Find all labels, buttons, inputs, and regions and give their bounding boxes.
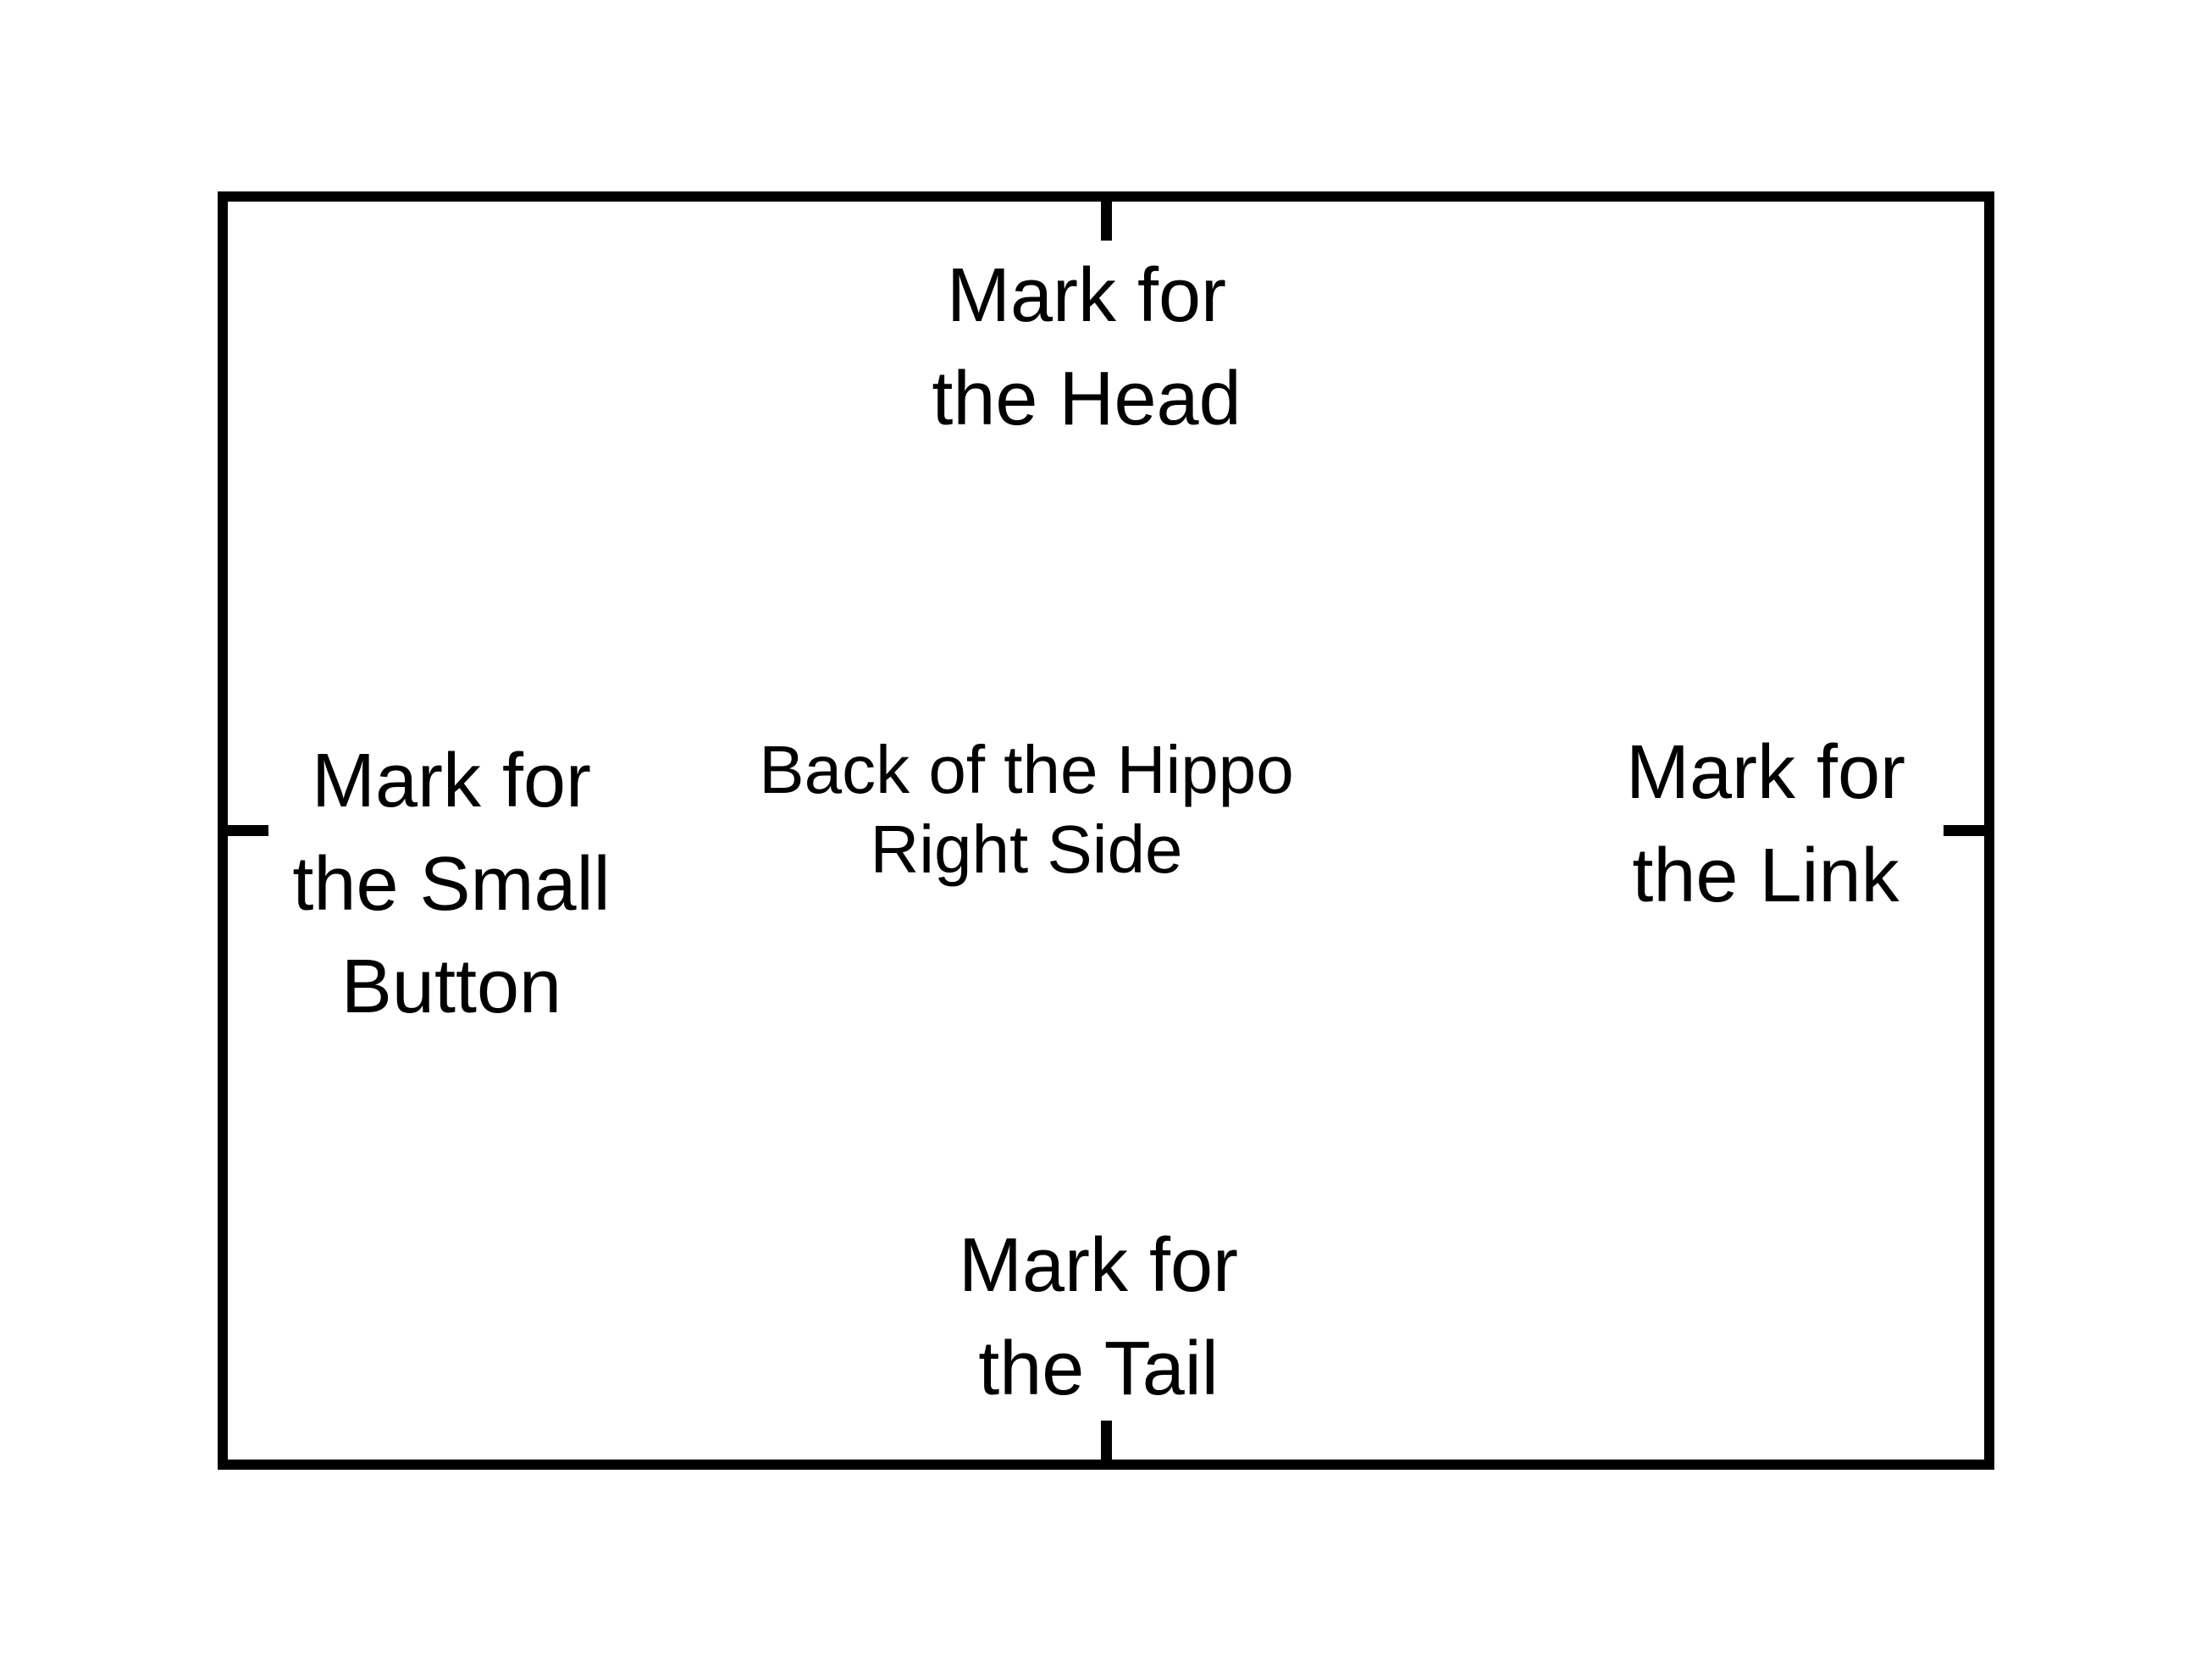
small-button-mark-label-line3: Button <box>340 945 562 1029</box>
head-mark-label: Mark for the Head <box>932 245 1241 451</box>
link-mark-label-line2: the Link <box>1632 833 1900 918</box>
link-notch-mark <box>1944 825 1994 836</box>
link-mark-label-line1: Mark for <box>1625 730 1906 815</box>
head-mark-label-line1: Mark for <box>946 253 1227 338</box>
piece-title: Back of the Hippo Right Side <box>759 730 1293 889</box>
tail-mark-label-line1: Mark for <box>958 1223 1239 1308</box>
small-button-notch-mark <box>218 825 268 836</box>
tail-notch-mark <box>1101 1421 1112 1470</box>
head-mark-label-line2: the Head <box>932 356 1241 441</box>
tail-mark-label-line2: the Tail <box>978 1326 1219 1411</box>
small-button-mark-label: Mark for the Small Button <box>292 730 610 1039</box>
head-notch-mark <box>1101 191 1112 241</box>
link-mark-label: Mark for the Link <box>1626 722 1905 928</box>
piece-title-line1: Back of the Hippo <box>759 732 1294 807</box>
piece-title-line2: Right Side <box>870 811 1183 887</box>
small-button-mark-label-line2: the Small <box>292 841 611 927</box>
small-button-mark-label-line1: Mark for <box>311 739 592 823</box>
tail-mark-label: Mark for the Tail <box>959 1215 1238 1421</box>
